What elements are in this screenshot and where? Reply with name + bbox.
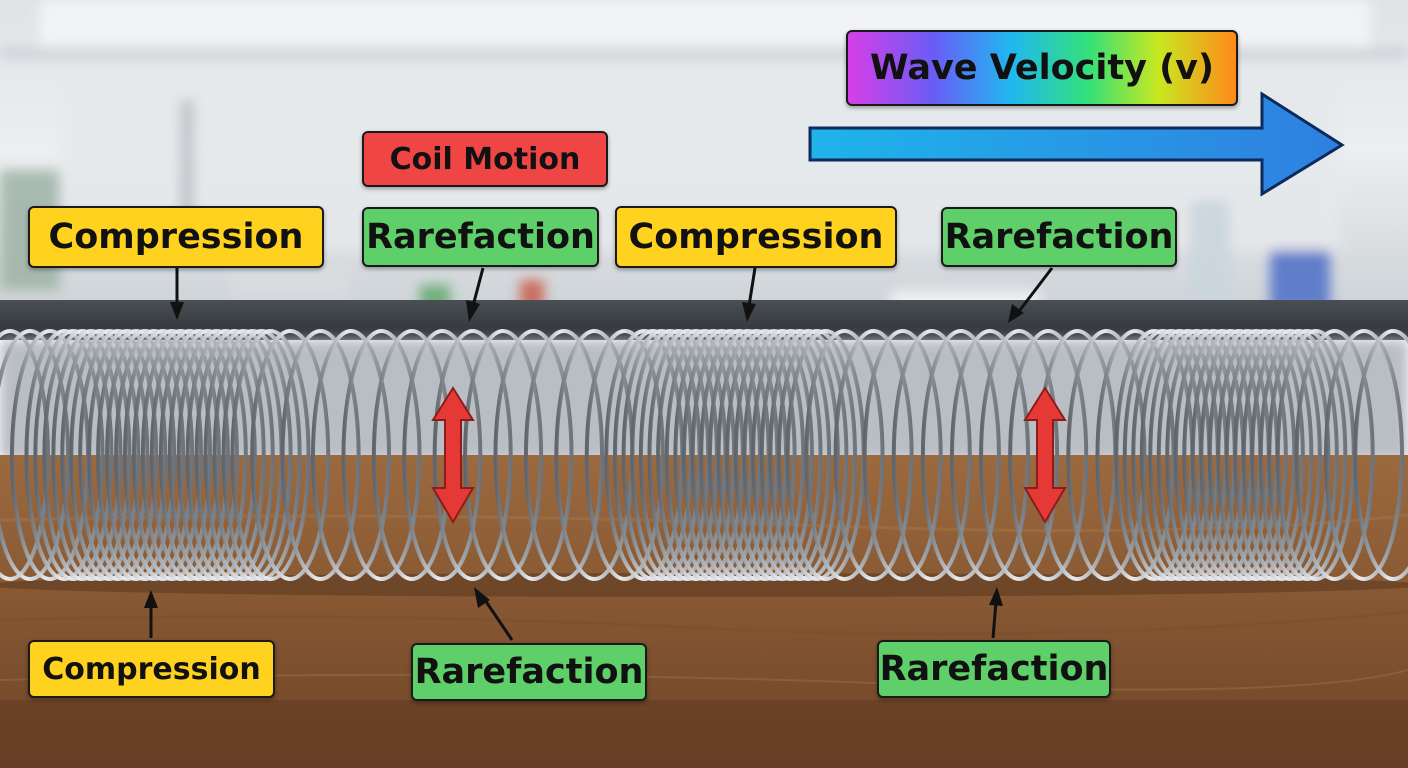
coil-loop xyxy=(862,329,943,581)
coil-loop xyxy=(1250,329,1331,581)
coil-loop xyxy=(69,329,150,581)
coil-loop xyxy=(742,329,823,581)
pointer-arrow-rarefaction-top-mid xyxy=(466,267,485,322)
coil-loop xyxy=(493,329,574,581)
pointer-arrow-compression-top-mid xyxy=(742,267,757,322)
label-rarefaction-bottom-mid: Rarefaction xyxy=(411,643,647,701)
label-rarefaction-bottom-right: Rarefaction xyxy=(877,640,1111,698)
coil-loop xyxy=(432,329,513,581)
coil-loop xyxy=(402,329,483,581)
coil-loop xyxy=(33,329,114,581)
coil-loop xyxy=(524,329,604,581)
coil-loop xyxy=(176,329,257,581)
coil-loop xyxy=(733,329,814,581)
pointer-arrows xyxy=(144,265,1054,641)
coil-loop xyxy=(230,329,311,581)
coil-loop xyxy=(1224,329,1305,581)
coil-loop xyxy=(78,329,159,581)
coil-loop xyxy=(1216,329,1297,581)
coil-loop xyxy=(777,329,857,581)
coil-loop xyxy=(716,329,797,581)
coil-loop xyxy=(280,329,361,581)
coil-loop xyxy=(212,329,293,581)
coil-loop xyxy=(87,329,168,581)
pointer-arrow-rarefaction-bottom-right xyxy=(989,587,1003,639)
label-rarefaction-top-right: Rarefaction xyxy=(941,207,1177,267)
coil-loop xyxy=(804,329,885,581)
label-compression-top-mid: Compression xyxy=(615,206,897,268)
coil-loop xyxy=(584,329,665,581)
coil-loop xyxy=(1353,329,1408,581)
coil-loop xyxy=(194,329,275,581)
coil-loop xyxy=(1267,329,1348,581)
coil-loop xyxy=(132,329,212,581)
pointer-arrow-rarefaction-top-right xyxy=(1008,267,1054,323)
coil-loop xyxy=(1258,329,1339,581)
coil-loop xyxy=(725,329,806,581)
label-compression-bottom-left: Compression xyxy=(28,640,275,698)
coil-loop xyxy=(1233,329,1314,581)
pointer-arrow-rarefaction-bottom-mid xyxy=(474,587,514,641)
coil-loop xyxy=(1066,329,1147,581)
wave-velocity-arrow xyxy=(808,91,1345,197)
coil-loop xyxy=(463,329,544,581)
coil-loop xyxy=(1324,329,1404,581)
label-rarefaction-top-mid: Rarefaction xyxy=(362,207,599,267)
coil-loop xyxy=(0,329,50,581)
coil-loop xyxy=(250,329,331,581)
coil-loop xyxy=(60,329,141,581)
coil-loop xyxy=(149,329,230,581)
coil-loop xyxy=(185,329,266,581)
coil-loop xyxy=(1294,329,1375,581)
coil-loop xyxy=(1008,329,1089,581)
coil-loop xyxy=(221,329,302,581)
coil-loop xyxy=(51,329,132,581)
coil-loop xyxy=(891,329,972,581)
slinky-spring xyxy=(0,329,1408,581)
coil-loop xyxy=(311,329,391,581)
coil-loop xyxy=(105,329,186,581)
coil-loop xyxy=(1095,329,1176,581)
coil-loop xyxy=(158,329,239,581)
coil-loop xyxy=(96,329,177,581)
coil-loop xyxy=(42,329,123,581)
coil-loop xyxy=(920,329,1001,581)
coil-loop xyxy=(979,329,1060,581)
coil-loop xyxy=(24,329,105,581)
pointer-arrow-compression-bottom-left xyxy=(144,590,158,638)
coil-motion-arrow-left xyxy=(431,386,475,524)
coil-loop xyxy=(1207,329,1288,581)
coil-loop xyxy=(759,329,840,581)
coil-loop xyxy=(140,329,221,581)
coil-loop xyxy=(0,329,70,581)
coil-motion-arrow-right xyxy=(1023,386,1067,524)
coil-loop xyxy=(123,329,203,581)
label-compression-top-left: Compression xyxy=(28,206,324,268)
coil-loop xyxy=(167,329,248,581)
coil-loop xyxy=(833,329,914,581)
coil-loop xyxy=(114,329,195,581)
coil-loop xyxy=(341,329,422,581)
coil-loop xyxy=(751,329,832,581)
coil-loop xyxy=(768,329,849,581)
pointer-arrow-compression-top-left xyxy=(170,265,184,320)
label-wave-velocity: Wave Velocity (v) xyxy=(846,30,1238,106)
coil-loop xyxy=(950,329,1030,581)
label-coil-motion: Coil Motion xyxy=(362,131,608,187)
coil-loop xyxy=(1241,329,1322,581)
